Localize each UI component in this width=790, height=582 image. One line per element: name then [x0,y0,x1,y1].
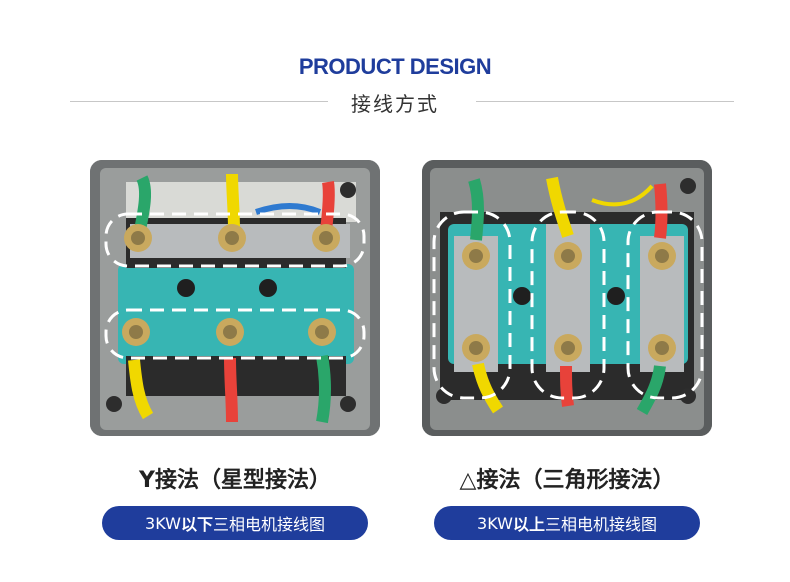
photo-delta-connection [422,160,712,436]
badge-delta-connection: 3KW 以上 三相电机接线图 [434,506,700,540]
badge-bold: 以下 [180,515,213,534]
title-divider-left [70,101,328,102]
caption-delta-connection: △接法（三角形接法） [459,468,675,493]
caption-y-connection: Y接法（星型接法） [139,468,331,493]
title-chinese-row: 接线方式 [0,88,790,116]
title-chinese: 接线方式 [351,92,439,116]
badge-suffix: 三相电机接线图 [212,515,325,534]
photo-y-connection [90,160,380,436]
badge-bold: 以上 [512,515,545,534]
title-english: PRODUCT DESIGN [298,54,492,79]
terminal-block-delta-image [422,160,712,436]
badge-prefix: 3KW [145,513,181,533]
title-divider-right [476,101,734,102]
badge-suffix: 三相电机接线图 [544,515,657,534]
badge-y-connection: 3KW 以下 三相电机接线图 [102,506,368,540]
badge-prefix: 3KW [477,513,513,533]
terminal-block-y-image [90,160,380,436]
